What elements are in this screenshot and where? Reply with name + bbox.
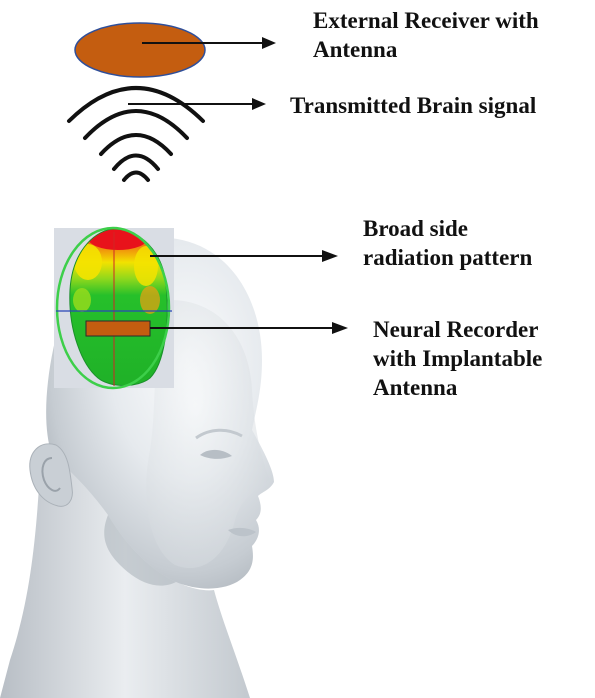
label-neural-recorder-line1: Neural Recorder (373, 315, 542, 344)
signal-arc-3 (101, 135, 171, 154)
arrow-pattern-head (322, 250, 338, 262)
orange-ellipse-antenna (75, 23, 205, 77)
radiation-pattern-heatmap (54, 226, 175, 391)
arrow-signal-head (252, 98, 266, 110)
label-external-receiver-line1: External Receiver with (313, 6, 539, 35)
label-external-receiver: External Receiver with Antenna (313, 6, 539, 64)
signal-arc-5 (124, 173, 148, 181)
signal-arc-4 (114, 156, 158, 170)
arrow-recorder-head (332, 322, 348, 334)
label-transmitted-signal-text: Transmitted Brain signal (290, 91, 536, 120)
label-external-receiver-line2: Antenna (313, 35, 539, 64)
label-neural-recorder-line2: with Implantable (373, 344, 542, 373)
label-radiation-pattern: Broad side radiation pattern (363, 214, 532, 272)
arrow-receiver-head (262, 37, 276, 49)
label-neural-recorder-line3: Antenna (373, 373, 542, 402)
label-neural-recorder: Neural Recorder with Implantable Antenna (373, 315, 542, 402)
label-transmitted-signal: Transmitted Brain signal (290, 91, 536, 120)
label-radiation-pattern-line1: Broad side (363, 214, 532, 243)
label-radiation-pattern-line2: radiation pattern (363, 243, 532, 272)
concentric-arc-waves (69, 88, 203, 180)
rectangular-implant (86, 321, 150, 336)
